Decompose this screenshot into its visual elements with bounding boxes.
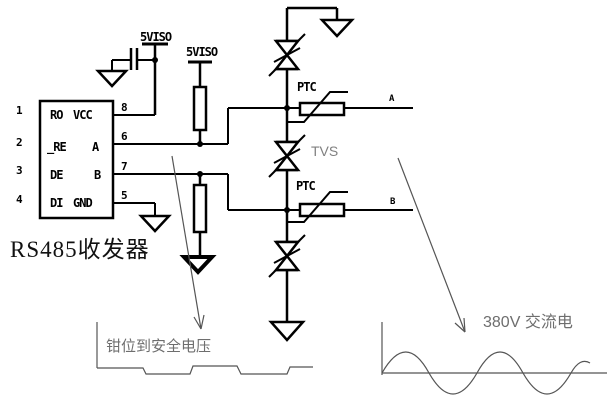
junction-dot (284, 207, 290, 213)
pin-number-7: 7 (121, 160, 128, 173)
ptc-b-label: PTC (296, 179, 316, 193)
pin-number-3: 3 (16, 164, 23, 177)
arrow-to-clamped-wave (171, 155, 202, 330)
ptc-fuse-stroke (286, 91, 348, 123)
pin-label-vcc: VCC (73, 108, 93, 122)
pin-number-2: 2 (16, 136, 23, 149)
ground-icon (179, 255, 217, 275)
ptc-fuse-a (286, 91, 348, 123)
clamped-annotation: 钳位到安全电压 (106, 338, 212, 355)
tvs-diode-icon (268, 33, 306, 77)
arrowhead (454, 322, 466, 333)
junction-dot (284, 105, 290, 111)
tvs-label: TVS (311, 143, 339, 159)
ptc-a-label: PTC (297, 80, 317, 94)
pin-number-4: 4 (16, 193, 23, 206)
pin-label-b: B (94, 168, 101, 182)
arrowhead (200, 314, 205, 330)
pin-label-ro: RO (50, 108, 63, 122)
arrowhead (193, 316, 202, 330)
annotation-graphics (96, 155, 607, 395)
junction-dot (152, 57, 158, 63)
pin-label-de: DE (50, 168, 63, 182)
junction-dots (152, 57, 290, 213)
rs485-chip-body (38, 99, 115, 220)
square-waveform (97, 365, 313, 375)
rail1-label: 5VISO (140, 30, 172, 44)
ptc-fuse-icon (298, 101, 346, 117)
line-a-label: A (389, 94, 395, 104)
pin-number-5: 5 (121, 189, 128, 202)
pin-number-6: 6 (121, 130, 128, 143)
ptc-fuse-stroke (286, 191, 348, 223)
pin-label-re: _RE (47, 140, 67, 154)
pin-number-8: 8 (121, 101, 128, 114)
pin-label-di: DI (50, 196, 63, 210)
pin-label-a: A (92, 140, 99, 154)
ptc-fuse-icon (298, 202, 346, 218)
junction-dot (197, 141, 203, 147)
resistor-icon (192, 183, 208, 234)
tvs-diode-icon (268, 234, 306, 278)
junction-dot (197, 171, 203, 177)
mains-annotation: 380V 交流电 (483, 314, 573, 331)
arrow-to-mains-wave (397, 157, 466, 333)
ground-icon (319, 18, 355, 38)
ground-icon (268, 320, 306, 342)
line-b-label: B (390, 197, 396, 207)
tvs-diode-icon (268, 134, 306, 178)
grounds (95, 18, 355, 342)
resistor-icon (192, 85, 208, 132)
arrowhead (463, 317, 466, 333)
sine-waveform (381, 351, 591, 395)
ground-icon (95, 69, 129, 88)
rail2-label: 5VISO (186, 45, 218, 59)
pin-number-1: 1 (16, 104, 23, 117)
wiring (111, 6, 413, 322)
ptc-fuse-b (286, 191, 348, 223)
pin-label-gnd: GND (73, 196, 93, 210)
ground-icon (138, 214, 172, 233)
chip-title: RS485收发器 (10, 237, 150, 262)
